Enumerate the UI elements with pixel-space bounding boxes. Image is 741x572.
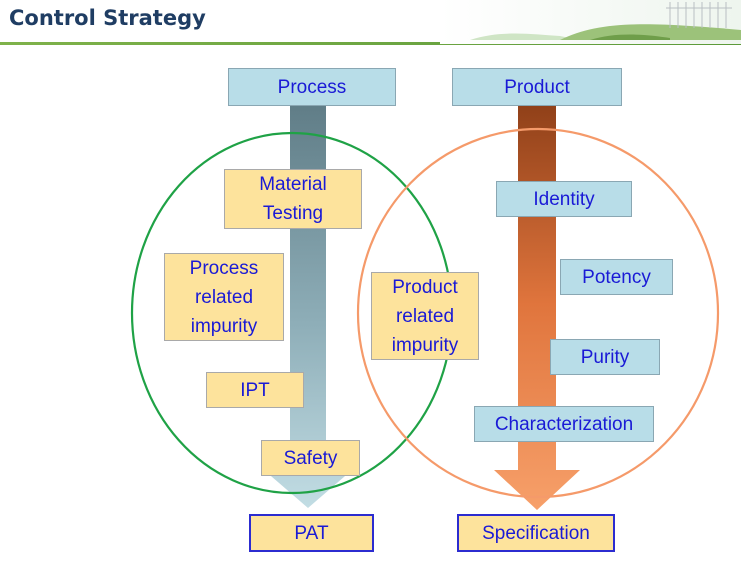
product-header: Product — [452, 68, 622, 106]
slide-header: Control Strategy — [0, 0, 741, 48]
header-rule — [0, 42, 741, 45]
potency-box: Potency — [560, 259, 673, 295]
material-testing-box: Material Testing — [224, 169, 362, 229]
product-related-impurity-box: Product related impurity — [371, 272, 479, 360]
product-circle — [356, 127, 720, 499]
landscape-decoration — [440, 0, 741, 44]
safety-box: Safety — [261, 440, 360, 476]
specification-box: Specification — [457, 514, 615, 552]
product-arrow — [494, 100, 580, 510]
process-related-impurity-box: Process related impurity — [164, 253, 284, 341]
ipt-box: IPT — [206, 372, 304, 408]
purity-box: Purity — [550, 339, 660, 375]
identity-box: Identity — [496, 181, 632, 217]
pat-box: PAT — [249, 514, 374, 552]
slide-title: Control Strategy — [9, 6, 206, 30]
characterization-box: Characterization — [474, 406, 654, 442]
process-header: Process — [228, 68, 396, 106]
process-arrow — [264, 100, 352, 508]
